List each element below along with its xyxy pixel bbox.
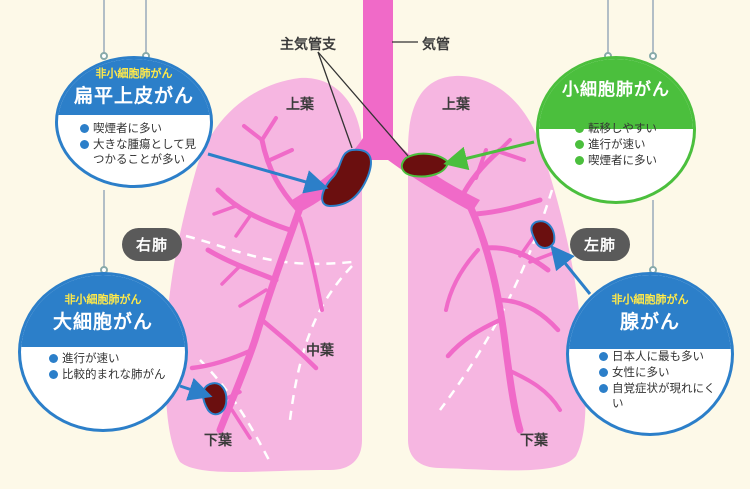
label-main-bronchus: 主気管支 (280, 37, 336, 53)
card-title: 小細胞肺がん (562, 80, 670, 100)
card-header: 非小細胞肺がん 大細胞がん (21, 275, 185, 347)
fissure-line (438, 189, 554, 411)
leader-line (317, 51, 409, 157)
label-upper-lobe-left: 上葉 (442, 97, 470, 113)
card-point: 転移しやすい (575, 121, 685, 136)
card-title: 腺がん (619, 311, 680, 333)
card-adeno: 非小細胞肺がん 腺がん 日本人に最も多い 女性に多い 自覚症状が現れにくい (566, 272, 734, 436)
fissure-line (288, 265, 353, 421)
card-category: 非小細胞肺がん (95, 67, 173, 80)
card-title: 扁平上皮がん (73, 85, 194, 107)
label-lower-lobe-left: 下葉 (520, 433, 548, 449)
card-header: 非小細胞肺がん 腺がん (569, 275, 731, 349)
arrow-large-cell (179, 377, 213, 401)
card-points: 転移しやすい 進行が速い 喫煙者に多い (575, 121, 685, 169)
label-trachea: 気管 (422, 37, 450, 53)
card-small-cell: 小細胞肺がん 転移しやすい 進行が速い 喫煙者に多い (536, 56, 696, 204)
left-lung (408, 75, 586, 471)
fissure-line (185, 234, 353, 266)
right-bronchial-tree (189, 116, 324, 440)
card-header: 小細胞肺がん (539, 59, 693, 129)
card-title: 大細胞がん (52, 311, 153, 333)
badge-right-lung: 右肺 (122, 228, 183, 261)
card-header: 非小細胞肺がん 扁平上皮がん (58, 59, 210, 115)
card-point: 喫煙者に多い (575, 153, 685, 168)
card-squamous: 非小細胞肺がん 扁平上皮がん 喫煙者に多い 大きな腫瘍として見つかることが多い (55, 56, 213, 188)
card-category: 非小細胞肺がん (64, 293, 142, 306)
left-bronchial-tree (444, 138, 562, 434)
label-upper-lobe-right: 上葉 (286, 97, 314, 113)
tumor-adeno (530, 220, 556, 249)
card-point: 自覚症状が現れにくい (599, 381, 719, 411)
card-points: 日本人に最も多い 女性に多い 自覚症状が現れにくい (599, 349, 719, 412)
tumor-small-cell (400, 152, 450, 178)
arrow-small-cell (443, 140, 535, 171)
card-point: 比較的まれな肺がん (49, 367, 179, 382)
card-point: 大きな腫瘍として見つかることが多い (80, 137, 200, 167)
card-large-cell: 非小細胞肺がん 大細胞がん 進行が速い 比較的まれな肺がん (18, 272, 188, 432)
leader-line (317, 51, 353, 149)
label-lower-lobe-right: 下葉 (204, 433, 232, 449)
trachea (292, 0, 480, 212)
card-category: 非小細胞肺がん (611, 293, 689, 306)
arrow-squamous (207, 152, 329, 194)
card-point: 女性に多い (599, 365, 719, 380)
card-points: 喫煙者に多い 大きな腫瘍として見つかることが多い (80, 121, 200, 168)
card-point: 進行が速い (575, 137, 685, 152)
card-points: 進行が速い 比較的まれな肺がん (49, 351, 179, 383)
card-point: 喫煙者に多い (80, 121, 200, 136)
card-point: 日本人に最も多い (599, 349, 719, 364)
label-middle-lobe: 中葉 (306, 343, 334, 359)
tumor-squamous (321, 148, 372, 208)
card-point: 進行が速い (49, 351, 179, 366)
badge-left-lung: 左肺 (570, 228, 631, 261)
